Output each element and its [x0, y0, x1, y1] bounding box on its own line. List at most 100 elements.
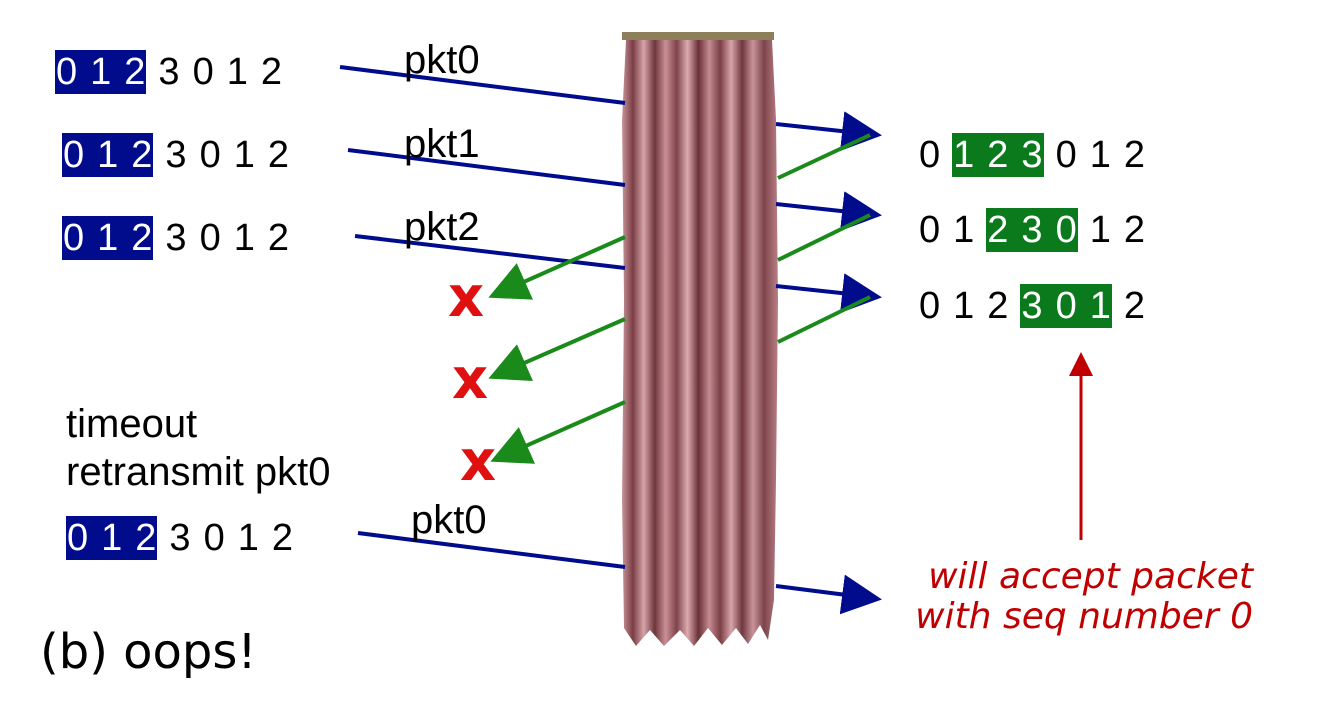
ack-line-1	[777, 133, 871, 180]
digit-spacer	[226, 516, 237, 560]
receiver-seq-digit: 2	[1123, 209, 1145, 251]
sender-seq-digit: 1	[96, 216, 120, 260]
digit-spacer	[119, 216, 131, 260]
digit-spacer	[1009, 133, 1021, 177]
digit-spacer	[1078, 208, 1089, 252]
sender-seq-digit: 2	[267, 134, 289, 176]
receiver-seq-digit: 3	[1020, 133, 1044, 177]
receiver-seq-digit: 0	[1054, 208, 1078, 252]
digit-spacer	[1112, 208, 1123, 252]
sender-seq-digit: 0	[55, 50, 79, 94]
digit-spacer	[1009, 284, 1020, 328]
digit-spacer	[215, 50, 226, 94]
digit-spacer	[153, 216, 164, 260]
digit-spacer	[256, 216, 267, 260]
sender-seq-digit: 0	[66, 516, 90, 560]
digit-spacer	[181, 50, 192, 94]
digit-spacer	[249, 50, 260, 94]
sender-seq-digit: 0	[192, 51, 214, 93]
receiver-seq-digit: 0	[919, 285, 941, 327]
sender-seq-digit: 0	[62, 216, 86, 260]
sender-seq-digit: 3	[165, 134, 187, 176]
digit-spacer	[188, 133, 199, 177]
sender-seq-digit: 3	[169, 517, 191, 559]
digit-spacer	[153, 133, 164, 177]
digit-spacer	[222, 133, 233, 177]
digit-spacer	[89, 516, 101, 560]
data-line-pkt0	[339, 65, 626, 105]
sender-seq-digit: 1	[237, 517, 259, 559]
receiver-seq-digit: 3	[1020, 208, 1044, 252]
sender-seq-digit: 0	[203, 517, 225, 559]
accept-note-line-1: will accept packet	[928, 556, 1253, 597]
sender-seq-digit: 1	[100, 516, 124, 560]
digit-spacer	[192, 516, 203, 560]
sender-seq-digit: 0	[199, 134, 221, 176]
data-line-pkt0-retransmit	[357, 531, 626, 569]
receiver-seq-digit: 1	[1088, 284, 1112, 328]
receiver-seq-digit: 1	[1089, 209, 1111, 251]
receiver-seq-digit: 2	[987, 285, 1009, 327]
receiver-seq-digit: 1	[952, 133, 976, 177]
digit-spacer	[123, 516, 135, 560]
digit-spacer	[941, 133, 952, 177]
data-line-pkt2	[354, 234, 626, 270]
accept-note: will accept packet with seq number 0	[915, 557, 1253, 636]
sender-seq-digit: 1	[233, 134, 255, 176]
digit-spacer	[975, 284, 986, 328]
sender-seq-digit: 2	[267, 217, 289, 259]
digit-spacer	[112, 50, 124, 94]
packet-label-pkt2: pkt2	[404, 205, 480, 249]
receiver-seq-digit: 2	[986, 133, 1010, 177]
sender-seq-digit: 2	[260, 51, 282, 93]
sender-seq-digit: 3	[165, 217, 187, 259]
sender-seq-digit: 1	[233, 217, 255, 259]
digit-spacer	[85, 216, 97, 260]
lost-mark-2: x	[452, 347, 489, 412]
ack-arrow-lost-3	[490, 400, 626, 464]
digit-spacer	[85, 133, 97, 177]
receiver-seq-digit: 2	[1123, 134, 1145, 176]
accept-note-line-2: with seq number 0	[915, 595, 1253, 637]
receiver-seq-digit: 2	[1123, 285, 1145, 327]
sender-seq-digit: 2	[271, 517, 293, 559]
digit-spacer	[188, 216, 199, 260]
sender-seq-digit: 0	[62, 133, 86, 177]
data-arrow-to-receiver-2	[775, 191, 882, 232]
lost-mark-1: x	[448, 265, 485, 330]
digit-spacer	[146, 50, 157, 94]
digit-spacer	[1044, 133, 1055, 177]
lost-mark-3: x	[460, 429, 497, 494]
timeout-label: timeout	[66, 402, 198, 446]
curtain-image	[622, 32, 778, 646]
sender-seq-digit: 0	[199, 217, 221, 259]
sender-seq-digit: 2	[130, 133, 154, 177]
sender-seq-digit: 1	[89, 50, 113, 94]
digit-spacer	[157, 516, 168, 560]
receiver-seq-digit: 3	[1020, 284, 1044, 328]
sender-seq-digit: 3	[158, 51, 180, 93]
sender-seq-digit: 2	[130, 216, 154, 260]
digit-spacer	[256, 133, 267, 177]
figure-caption: (b) oops!	[40, 624, 257, 680]
digit-spacer	[1043, 284, 1055, 328]
digit-spacer	[1009, 208, 1021, 252]
sender-seq-digit: 1	[226, 51, 248, 93]
sender-seq-digit: 2	[123, 50, 147, 94]
packet-label-pkt1: pkt1	[404, 122, 480, 166]
ack-line-3	[777, 295, 871, 344]
digit-spacer	[78, 50, 90, 94]
digit-spacer	[941, 208, 952, 252]
receiver-seq-digit: 2	[986, 208, 1010, 252]
digit-spacer	[1077, 284, 1089, 328]
receiver-seq-digit: 1	[1089, 134, 1111, 176]
sender-seq-digit: 2	[134, 516, 158, 560]
receiver-seq-digit: 0	[1055, 134, 1077, 176]
digit-spacer	[119, 133, 131, 177]
data-line-pkt1	[347, 148, 626, 187]
